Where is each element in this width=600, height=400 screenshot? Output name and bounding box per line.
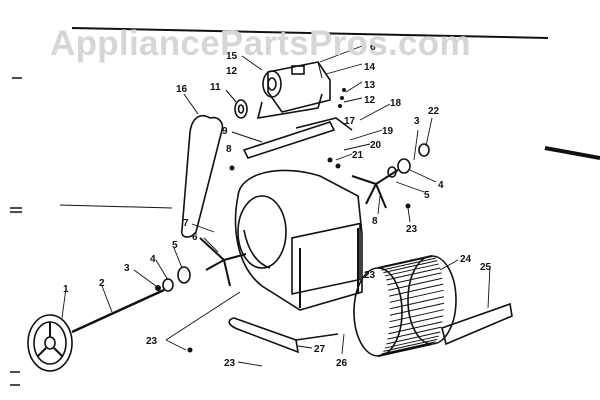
wheel-slat [386,331,441,345]
page-marks [10,27,600,386]
wheel-slat [387,272,442,286]
wheel-slat [381,257,436,271]
callout-23d: 23 [224,358,236,369]
callout-15: 15 [226,51,238,62]
motor-pulley [225,89,248,119]
belt [180,93,224,238]
motor [256,61,331,119]
wheel-slat [383,260,438,274]
callout-23: 23 [406,224,418,235]
wheel-slat [388,277,443,291]
hardware [155,88,411,353]
callout-1: 1 [63,284,69,295]
callouts: 1 2 3 4 5 6 7 8 9 11 16 15 12 6 14 13 12… [63,42,492,369]
shaft [71,288,165,334]
wheel-slat [383,338,438,352]
callout-23c: 23 [146,336,158,347]
callout-7: 7 [183,218,189,229]
callout-18: 18 [390,98,402,109]
callout-26: 26 [336,358,348,369]
callout-27: 27 [314,344,326,355]
wheel-slat [389,302,445,316]
wheel-slats [381,257,445,355]
wheel-slat [384,263,439,277]
wheel-slat [387,326,442,340]
cutoff-plate [441,302,513,346]
blower-wheel [353,255,457,357]
wheel-slat [389,315,444,329]
callout-4b: 4 [438,180,444,191]
callout-12: 12 [226,66,238,77]
callout-2: 2 [99,278,105,289]
callout-8b: 8 [372,216,378,227]
callout-9: 9 [222,126,228,137]
wheel-slat [384,335,439,349]
callout-24: 24 [460,254,472,265]
callout-6: 6 [192,232,198,243]
bearing-bracket-left [199,237,247,287]
wheel-slat [389,283,444,297]
motor-mount [231,117,353,159]
callout-11: 11 [210,82,221,93]
callout-17: 17 [344,116,356,127]
callout-6b: 6 [370,42,376,53]
callout-12b: 12 [364,95,376,106]
callout-5: 5 [172,240,178,251]
bearings [162,143,430,292]
callout-8: 8 [226,144,232,155]
callout-25: 25 [480,262,492,273]
blower-housing [234,169,363,311]
callout-14: 14 [364,62,376,73]
wheel-slat [386,267,441,281]
leader-lines [61,45,491,367]
callout-22: 22 [428,106,440,117]
callout-13: 13 [364,80,376,91]
wheel-slat [381,341,436,355]
watermark: AppliancePartsPros.com [50,24,471,63]
callout-4: 4 [150,254,156,265]
callout-5b: 5 [424,190,430,201]
wheel-slat [389,289,444,303]
callout-23b: 23 [364,270,376,281]
callout-3: 3 [124,263,130,274]
wheel-slat [388,321,443,335]
callout-19: 19 [382,126,394,137]
callout-21: 21 [352,150,364,161]
base-bracket [228,317,339,354]
wheel-slat [389,309,444,323]
wheel-slat [389,296,445,310]
callout-16: 16 [176,84,188,95]
callout-3b: 3 [414,116,420,127]
bearing-bracket-right [351,169,399,209]
callout-20: 20 [370,140,382,151]
blower-pulley [27,314,73,372]
